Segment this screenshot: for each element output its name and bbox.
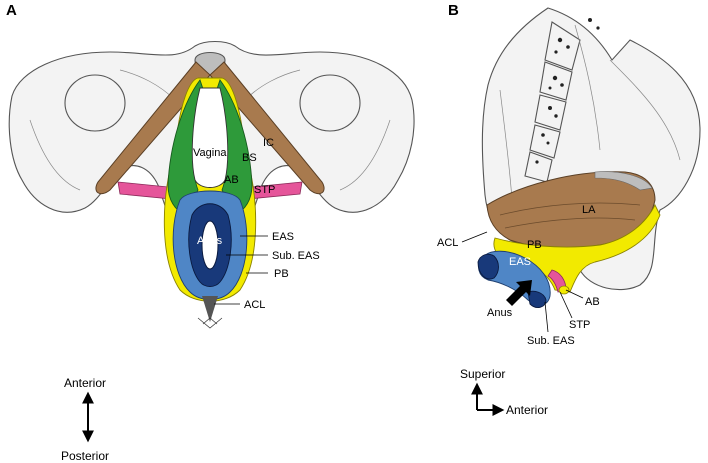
label-acl-a: ACL: [244, 299, 265, 311]
label-pb-b: PB: [527, 239, 542, 251]
label-anus-a: Anus: [197, 235, 223, 247]
label-acl-b: ACL: [437, 237, 458, 249]
orientation-anterior-b: Anterior: [506, 403, 548, 417]
anococcygeal-ligament-a: [202, 296, 218, 322]
orientation-posterior: Posterior: [61, 449, 109, 463]
panel-b: B: [437, 2, 701, 417]
label-ab-a: AB: [224, 174, 239, 186]
panel-b-letter: B: [448, 2, 459, 19]
orientation-b: Superior Anterior: [460, 367, 548, 417]
label-ic-a: IC: [263, 137, 274, 149]
label-sub-eas-a: Sub. EAS: [272, 250, 320, 262]
label-eas-a: EAS: [272, 231, 294, 243]
label-vagina: Vagina: [193, 147, 227, 159]
orientation-superior: Superior: [460, 367, 505, 381]
label-bs: BS: [242, 152, 257, 164]
anus-opening-a: [201, 220, 219, 270]
label-pb-a: PB: [274, 268, 289, 280]
orientation-anterior-a: Anterior: [64, 376, 106, 390]
label-eas-b: EAS: [509, 256, 531, 268]
label-stp-b: STP: [569, 319, 590, 331]
panel-a: A Vagina IC BS: [6, 2, 415, 463]
label-la: LA: [582, 204, 596, 216]
coccyx-cap: [594, 171, 653, 191]
label-ab-b: AB: [585, 296, 600, 308]
anus-arrow: [506, 280, 532, 306]
orientation-a: Anterior Posterior: [61, 376, 109, 463]
ischiocavernosus-left: [95, 61, 211, 195]
anal-bulb-b: [558, 285, 570, 295]
vagina-opening: [191, 87, 229, 188]
label-anus-b: Anus: [487, 307, 513, 319]
label-sub-eas-b: Sub. EAS: [527, 335, 575, 347]
ischiocavernosus-right: [209, 61, 325, 195]
panel-a-letter: A: [6, 2, 17, 19]
label-stp-a: STP: [254, 184, 275, 196]
